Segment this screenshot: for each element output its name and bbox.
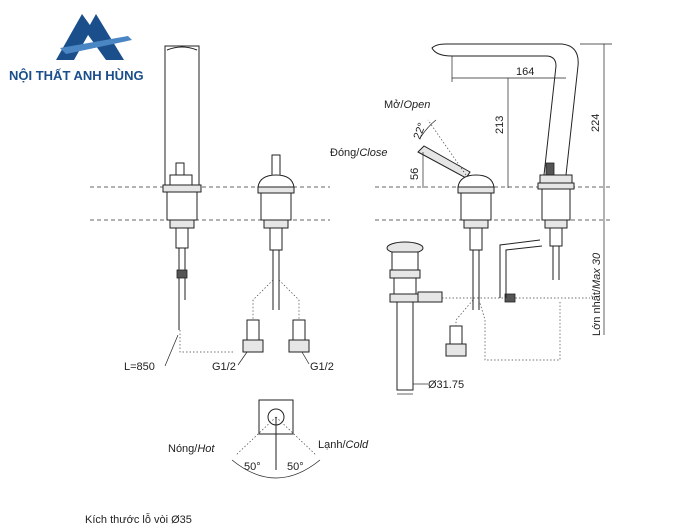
drain-rod-clip xyxy=(504,293,516,303)
logo-mark-left xyxy=(56,14,92,60)
reach-dim-label: 164 xyxy=(516,66,534,78)
hot-supply-nut xyxy=(242,339,264,353)
hot-supply-fitting xyxy=(246,319,260,341)
side-spout-knob xyxy=(545,162,555,176)
drain-lift-rod-inner xyxy=(505,245,543,298)
side-mixer-collar xyxy=(457,186,495,194)
drain-body-top xyxy=(391,251,419,271)
side-mixer-thread xyxy=(469,227,483,251)
spout-hose-clip xyxy=(176,269,188,279)
thread-right-leader xyxy=(301,351,310,365)
hose-length-leader xyxy=(164,334,179,367)
front-spout-view xyxy=(162,45,235,353)
side-spout-body xyxy=(431,43,579,176)
dimension-lines xyxy=(419,43,612,335)
side-spout-thread xyxy=(549,227,563,247)
cold-supply-nut xyxy=(288,339,310,353)
hot-angle-label: 50° xyxy=(244,461,261,473)
lever-closed-position xyxy=(417,145,471,179)
front-mixer-view xyxy=(242,154,310,353)
mixer-thread xyxy=(269,227,283,251)
open-label: Mở/Open xyxy=(384,99,430,111)
cold-angle-arc xyxy=(275,459,321,479)
cold-supply-fitting xyxy=(292,319,306,341)
spout-shank xyxy=(166,191,198,221)
mixer-hot-leader xyxy=(252,279,274,330)
drain-nut-1 xyxy=(389,269,421,279)
thread-left-label: G1/2 xyxy=(212,361,236,373)
side-mixer-dome xyxy=(457,174,495,188)
lever-angle-arc xyxy=(419,119,437,139)
close-label: Đóng/Close xyxy=(330,147,387,159)
spout-collar xyxy=(162,184,202,193)
mixer-lever-stem xyxy=(271,154,281,178)
drain-lift-rod xyxy=(499,239,541,298)
side-spout-collar xyxy=(537,182,575,190)
hot-label: Nóng/Hot xyxy=(168,443,215,455)
spout-thread xyxy=(175,227,189,249)
spout-popup-knob xyxy=(175,162,185,176)
mixer-dome xyxy=(257,174,295,188)
hose-length-label: L=850 xyxy=(124,361,155,373)
brand-name: NỘI THẤT ANH HÙNG xyxy=(9,68,144,83)
handle-cold-limit xyxy=(275,416,317,456)
popup-drain xyxy=(386,239,590,395)
drain-tailpiece xyxy=(396,301,414,391)
side-mixer-shank xyxy=(460,192,492,221)
dim-224-label: 224 xyxy=(590,114,602,132)
side-spout-nut xyxy=(544,219,568,229)
mixer-nut xyxy=(263,219,289,229)
side-spout-base xyxy=(539,174,573,184)
dim-213-label: 213 xyxy=(494,116,506,134)
side-supply-nut xyxy=(445,343,467,357)
logo-swoosh xyxy=(60,36,132,54)
mixer-cold-leader xyxy=(278,279,300,330)
cold-angle-label: 50° xyxy=(287,461,304,473)
cold-label: Lạnh/Cold xyxy=(318,439,369,451)
spout-top-curve xyxy=(166,46,198,51)
mixer-shank xyxy=(260,192,292,221)
drain-pivot-nut xyxy=(417,291,443,303)
side-mixer-view xyxy=(417,119,561,361)
lever-open-position xyxy=(427,119,467,176)
drain-nut-2 xyxy=(389,293,421,303)
side-mixer-nut xyxy=(463,219,489,229)
spout-knob-base xyxy=(169,174,193,186)
side-supply-fitting xyxy=(449,325,463,345)
max-thickness-label: Lớn nhất/Max 30 xyxy=(591,252,603,336)
side-spout-shank xyxy=(541,188,571,221)
hot-angle-arc xyxy=(231,459,277,479)
handle-top-view xyxy=(231,399,321,479)
side-cold-leader xyxy=(478,299,561,361)
drain-thread xyxy=(393,277,417,295)
logo-mark-right xyxy=(86,14,124,60)
lever-angle-label: 22° xyxy=(412,121,429,141)
thread-right-label: G1/2 xyxy=(310,361,334,373)
mixer-collar xyxy=(257,186,295,194)
handle-hot-limit xyxy=(235,416,277,456)
side-spout-view xyxy=(431,43,579,280)
dim-56-label: 56 xyxy=(409,168,421,180)
drain-diameter-label: Ø31.75 xyxy=(428,379,464,391)
spout-hose-leader xyxy=(179,330,235,353)
brand-logo: NỘI THẤT ANH HÙNG xyxy=(9,14,144,83)
spout-nut xyxy=(169,219,195,229)
thread-left-leader xyxy=(237,351,248,366)
hole-size-caption: Kích thước lỗ vòi Ø35 xyxy=(85,513,192,526)
